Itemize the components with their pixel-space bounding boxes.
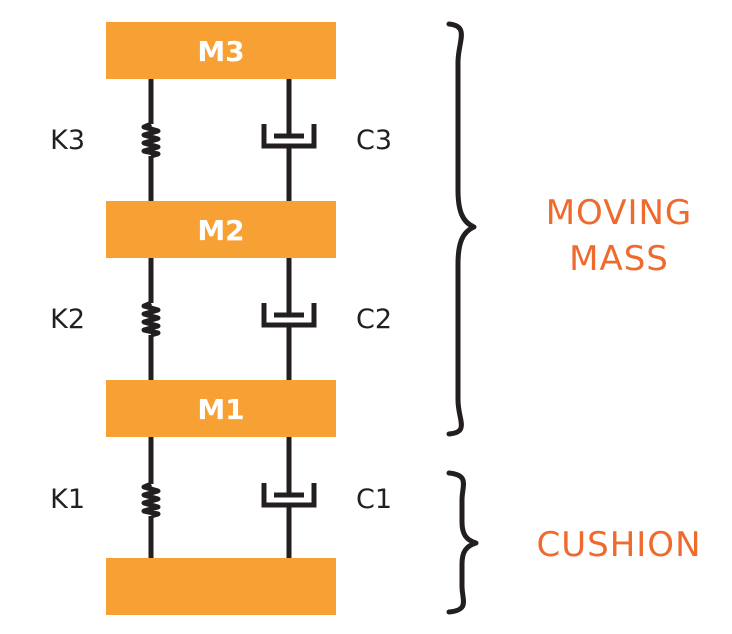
spring-label-k3: K3 [50,125,85,156]
mass-block-m3 [106,22,336,79]
moving-mass-label-line1: MOVING [546,193,693,233]
mass-label-m2: M2 [197,214,244,247]
damper-label-c2: C2 [356,304,392,335]
connector-lines [148,78,292,558]
cushion-label: CUSHION [537,525,702,565]
cushion-brace [446,470,479,615]
moving-mass-label-line2: MASS [569,239,669,279]
damper-label-c1: C1 [356,484,392,515]
damper-c3 [261,124,317,149]
mass-label-m1: M1 [197,393,244,426]
mass-block-m2 [106,201,336,258]
damper-label-c3: C3 [356,125,392,156]
mass-block-m1 [106,380,336,437]
ground-block [106,558,336,615]
spring-label-k2: K2 [50,304,85,335]
mass-label-m3: M3 [197,35,244,68]
damper-c2 [261,303,317,328]
spring-k1 [141,481,161,519]
spring-k2 [141,300,161,338]
damper-c1 [261,483,317,508]
spring-k3 [141,121,161,159]
spring-label-k1: K1 [50,484,85,515]
moving-mass-brace [446,21,477,437]
